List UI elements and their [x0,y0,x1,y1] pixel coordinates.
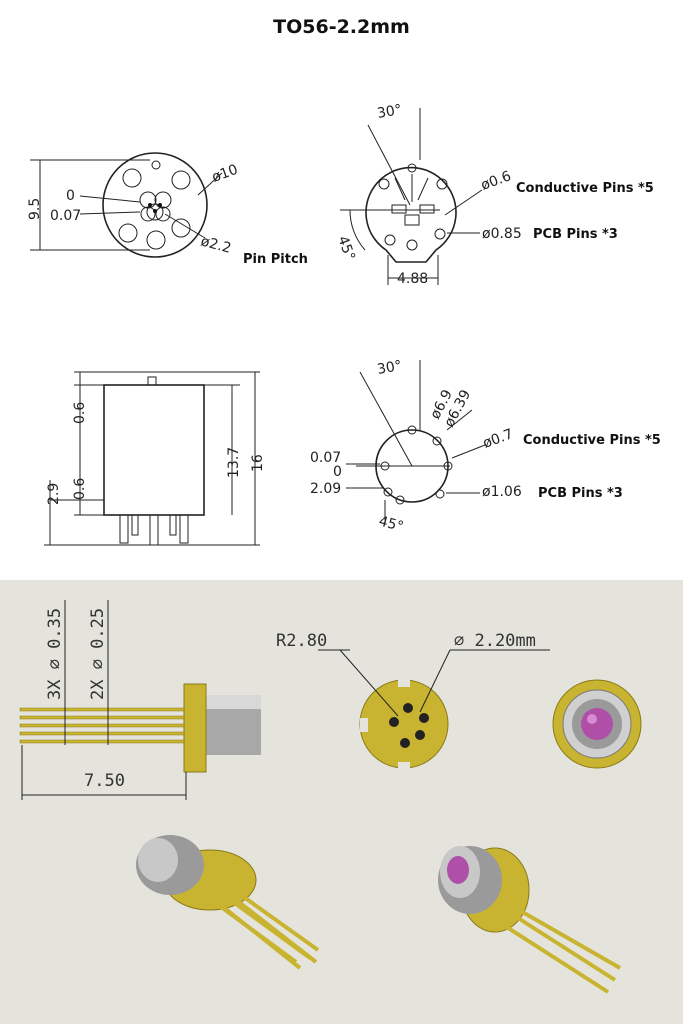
dim-small-pin-diameter: 3X ⌀ 0.35 [45,608,65,700]
dim-pcb-pin-diameter-mid: ø1.06 [482,484,522,500]
dim-pcb-pin-diameter: ø0.85 [482,226,522,242]
dim-angle-45-mid: 45° [377,513,405,535]
dim-radius: R2.80 [276,631,327,651]
label-conductive-pins-mid: Conductive Pins *5 [523,433,661,448]
label-pcb-pins-mid: PCB Pins *3 [538,486,623,501]
dim-low-0-6: 0.6 [72,478,88,500]
dim-offset-2-09: 2.09 [310,481,341,497]
rear-view-top-right [340,108,483,285]
pin-circle-view-mid-right [346,360,486,520]
dim-offset-0-07-mid: 0.07 [310,450,341,466]
dim-pin-pitch: ø2.2 [199,233,233,256]
dim-offset-0: 0 [66,188,75,204]
render-rear-view [318,649,550,770]
dim-width-4-88: 4.88 [397,271,428,287]
dim-outer-diameter: ø10 [210,162,240,186]
dim-height-9-5: 9.5 [27,198,43,220]
label-conductive-pins: Conductive Pins *5 [516,181,654,196]
front-view-top-left [30,152,223,258]
render-iso-view-1 [136,835,320,970]
label-pcb-pins: PCB Pins *3 [533,227,618,242]
dim-angle-45-side: 45° [334,234,358,263]
render-iso-view-2 [438,846,621,994]
dim-pin-length: 7.50 [84,771,125,791]
dim-offset-0-mid: 0 [333,464,342,480]
page-title: TO56-2.2mm [273,16,410,38]
dim-base-2-9: 2.9 [46,483,62,505]
dim-top-0-6: 0.6 [72,402,88,424]
dim-pin-pitch-render: ⌀ 2.20mm [454,631,536,651]
dim-large-pin-diameter: 2X ⌀ 0.25 [88,608,108,700]
dim-height-16: 16 [250,454,266,472]
dim-angle-30-top: 30° [376,102,403,122]
dim-angle-30-mid: 30° [376,358,403,378]
label-pin-pitch: Pin Pitch [243,252,308,267]
dim-conductive-pin-diameter-mid: ø0.7 [481,426,515,452]
side-view-mid-left [44,371,260,546]
dim-conductive-pin-diameter: ø0.6 [479,168,514,194]
dim-offset-0-07: 0.07 [50,208,81,224]
dim-height-13-7: 13.7 [226,447,242,478]
render-side-view [19,600,261,800]
render-front-view [552,679,642,769]
